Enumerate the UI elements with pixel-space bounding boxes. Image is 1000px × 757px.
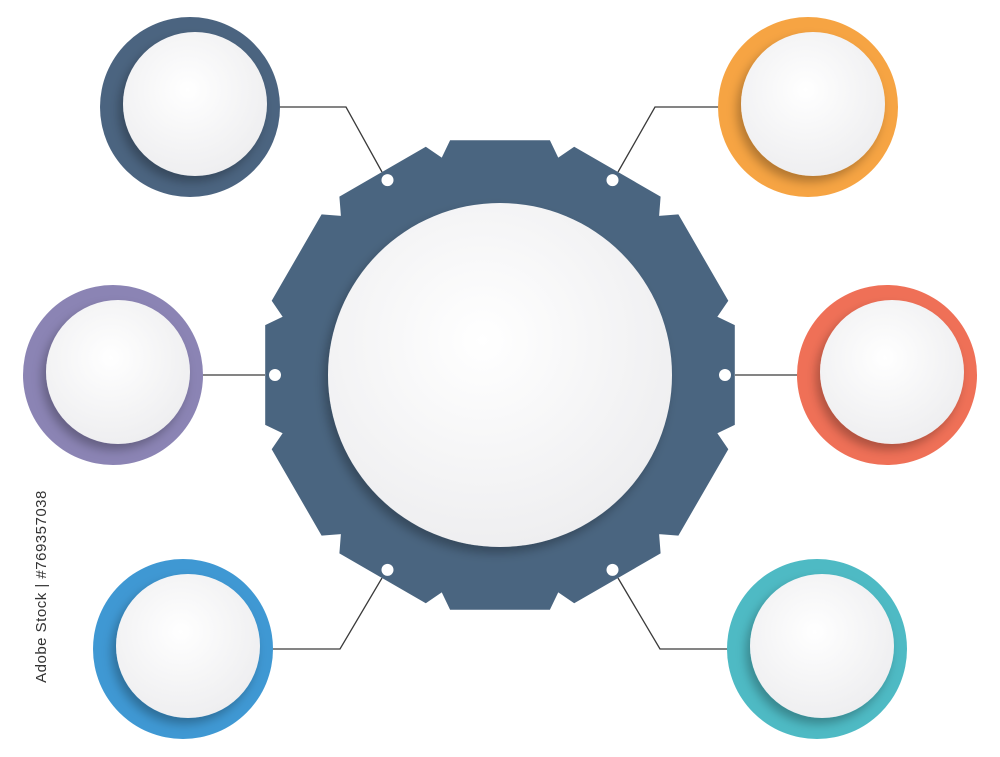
node-middle-left: [23, 285, 203, 465]
gear-connector-dot: [269, 369, 281, 381]
connector-line-top-left: [279, 106, 383, 173]
node-bottom-right: [727, 559, 907, 739]
node-inner-circle-top-right: [741, 32, 885, 176]
node-inner-circle-middle-left: [46, 300, 190, 444]
gear-connector-dot: [719, 369, 731, 381]
connector-line-bottom-right: [617, 577, 728, 650]
node-bottom-left: [93, 559, 273, 739]
outer-nodes: [23, 17, 977, 739]
gear-connector-dot: [606, 563, 619, 576]
connector-lines: [202, 106, 798, 650]
node-top-right: [718, 17, 898, 197]
node-middle-right: [797, 285, 977, 465]
connector-line-bottom-left: [272, 577, 383, 650]
node-inner-circle-top-left: [123, 32, 267, 176]
connector-line-top-right: [617, 106, 719, 173]
gear-center-circle: [328, 203, 672, 547]
gear-connector-dot: [606, 174, 619, 187]
stock-credit-watermark: Adobe Stock | #769357038: [32, 490, 50, 683]
node-top-left: [100, 17, 280, 197]
node-inner-circle-bottom-right: [750, 574, 894, 718]
node-inner-circle-middle-right: [820, 300, 964, 444]
gear-connector-dot: [381, 563, 394, 576]
gear-icon: [265, 140, 735, 610]
node-inner-circle-bottom-left: [116, 574, 260, 718]
gear-connector-dot: [381, 174, 394, 187]
